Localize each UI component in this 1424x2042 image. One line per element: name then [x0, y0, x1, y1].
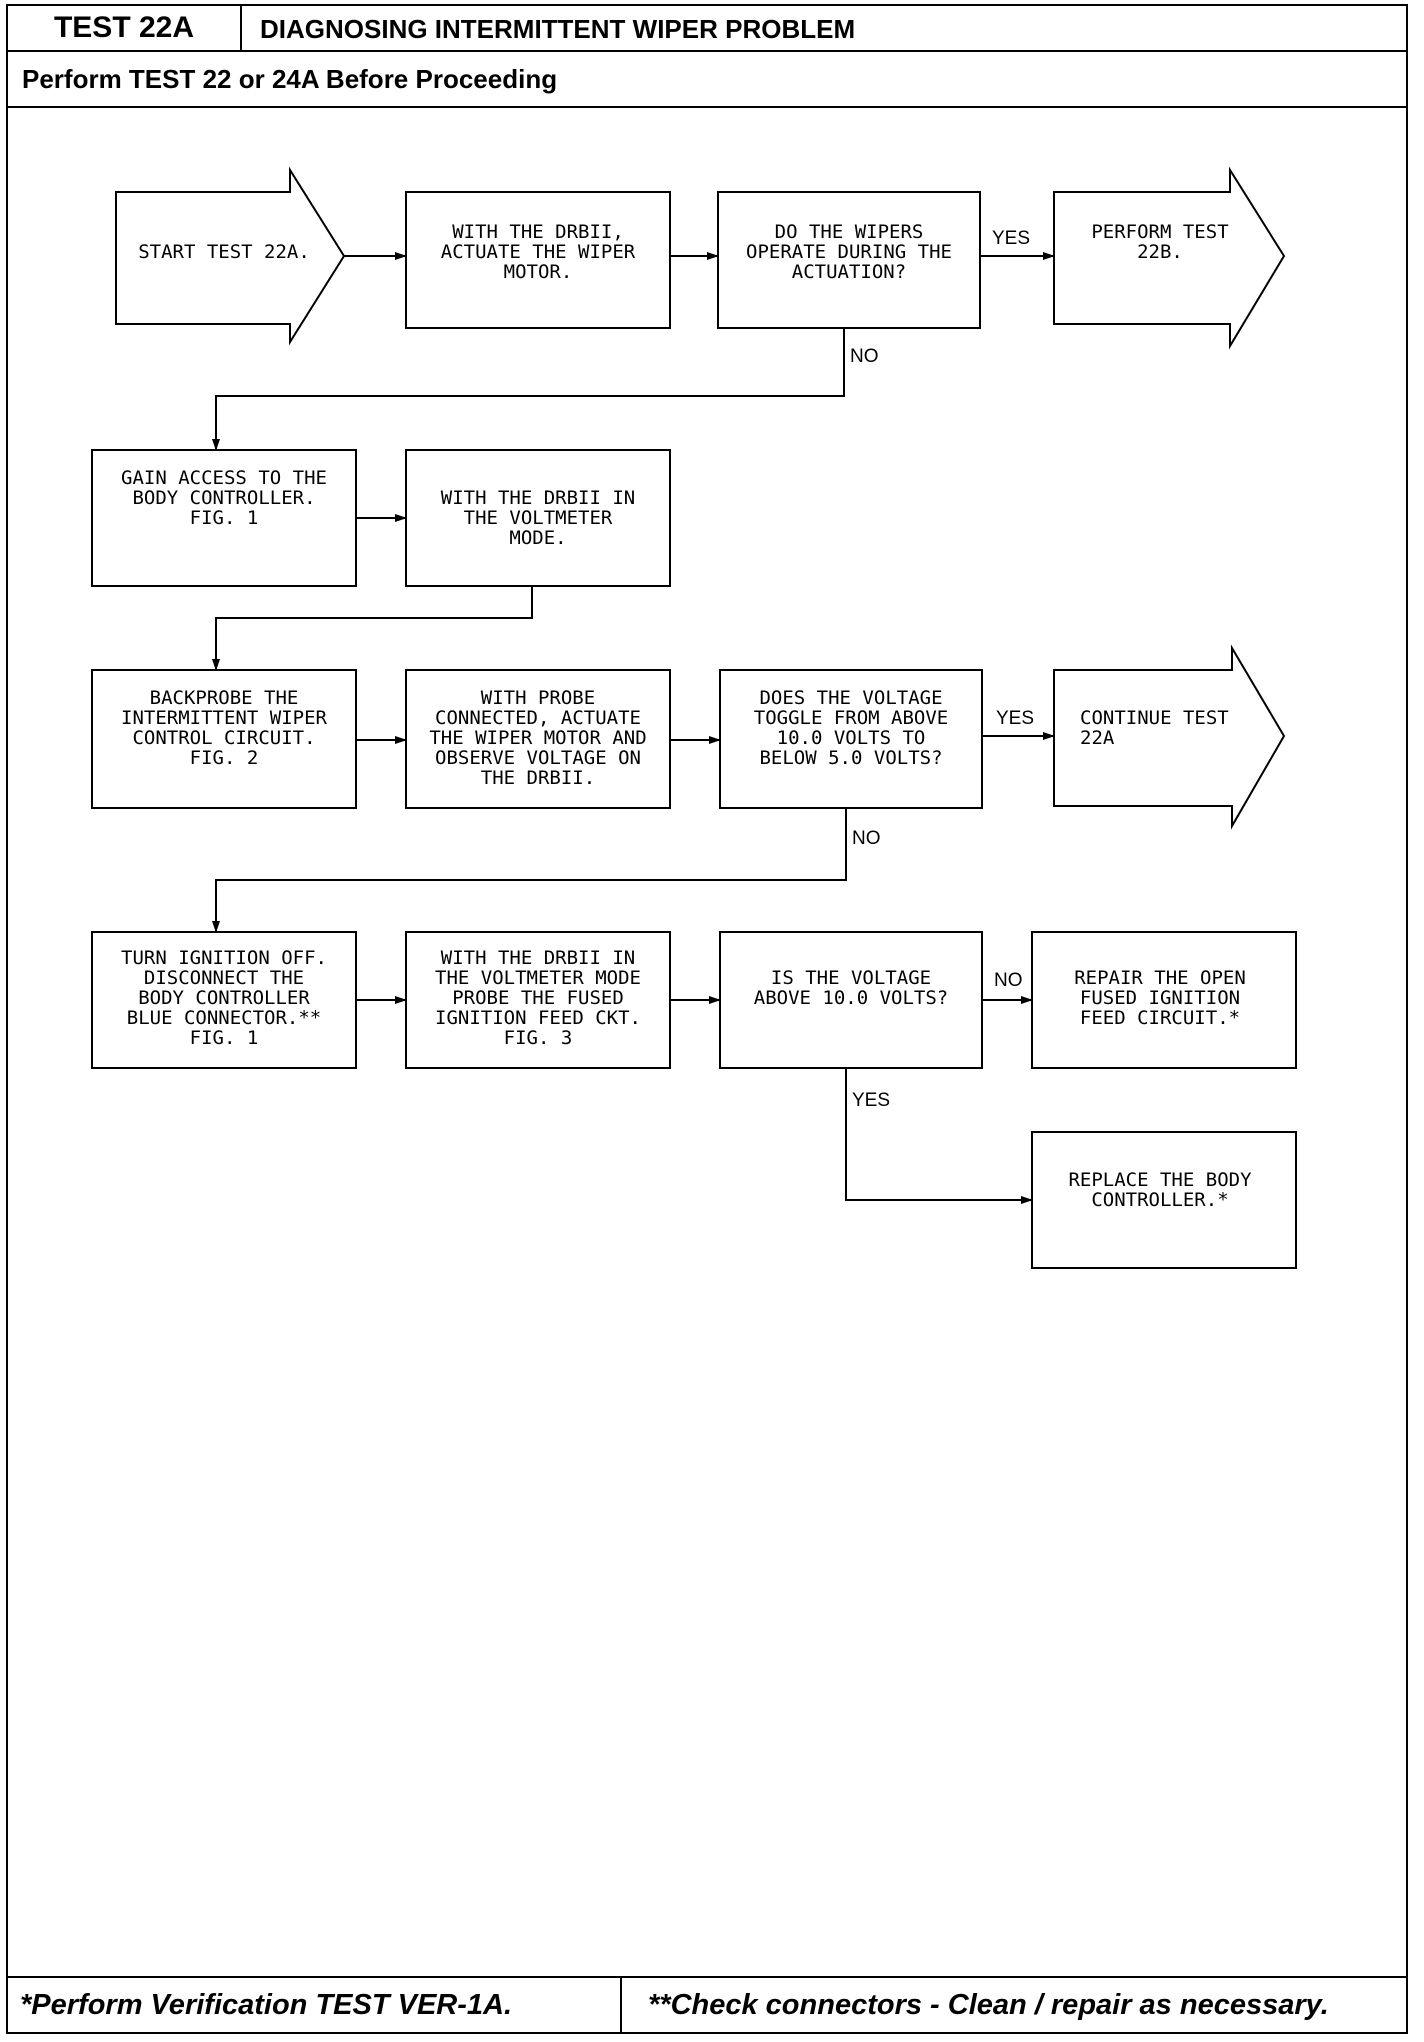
step-text-line: 22B.: [1137, 241, 1183, 263]
continue-22a-arrow-shape: [1053, 644, 1286, 830]
step-text-line: BODY CONTROLLER.: [132, 487, 315, 509]
footnote-connectors: **Check connectors - Clean / repair as n…: [648, 1989, 1329, 2021]
step-text-line: WITH PROBE: [481, 687, 595, 709]
step-text-line: CONTROLLER.*: [1091, 1189, 1228, 1211]
step-text-line: IGNITION FEED CKT.: [435, 1007, 641, 1029]
step-text-line: PERFORM TEST: [1091, 221, 1228, 243]
test-id: TEST 22A: [8, 6, 242, 50]
no-label-toggle: NO: [852, 828, 881, 849]
ignition-off-box: [91, 931, 357, 1069]
start-step: START TEST 22A.: [138, 241, 310, 263]
step-text-line: MODE.: [509, 527, 566, 549]
page-title: DIAGNOSING INTERMITTENT WIPER PROBLEM: [260, 14, 856, 44]
step-text-line: BLUE CONNECTOR.**: [127, 1007, 321, 1029]
step-text-line: BACKPROBE THE: [150, 687, 299, 709]
gain-access-box: [91, 449, 357, 587]
step-text-line: WITH THE DRBII IN: [441, 487, 635, 509]
step-text-line: FIG. 3: [504, 1027, 573, 1049]
test-sheet: TEST 22A DIAGNOSING INTERMITTENT WIPER P…: [6, 4, 1408, 2034]
voltmeter-mode-box: [405, 449, 671, 587]
step-text-line: 22A: [1080, 727, 1115, 749]
step-text-line: FEED CIRCUIT.*: [1080, 1007, 1240, 1029]
probe-connected-box: [405, 669, 671, 809]
step-text-line: FIG. 1: [190, 1027, 259, 1049]
footnote-verification: *Perform Verification TEST VER-1A.: [20, 1989, 513, 2021]
step-text-line: CONNECTED, ACTUATE: [435, 707, 641, 729]
wipers-question-box: [717, 191, 981, 329]
step-text-line: CONTINUE TEST: [1080, 707, 1229, 729]
actuate-box: [405, 191, 671, 329]
replace-body-box: [1031, 1131, 1297, 1269]
step-text-line: ACTUATE THE WIPER: [441, 241, 636, 263]
step-text-line: 10.0 VOLTS TO: [777, 727, 926, 749]
step-text-line: ABOVE 10.0 VOLTS?: [754, 987, 948, 1009]
step-text-line: CONTROL CIRCUIT.: [132, 727, 315, 749]
step-text-line: BELOW 5.0 VOLTS?: [759, 747, 942, 769]
step-text-line: DOES THE VOLTAGE: [759, 687, 942, 709]
step-text-line: OBSERVE VOLTAGE ON: [435, 747, 641, 769]
perform-22b-arrow-shape: [1053, 166, 1286, 350]
step-text-line: INTERMITTENT WIPER: [121, 707, 327, 729]
step-text-line: DO THE WIPERS: [775, 221, 924, 243]
no-label-voltage: NO: [994, 970, 1023, 991]
header-row: TEST 22A DIAGNOSING INTERMITTENT WIPER P…: [8, 6, 1406, 52]
start-arrow-shape: [115, 166, 346, 346]
probe-fused-box: [405, 931, 671, 1069]
step-text-line: IS THE VOLTAGE: [771, 967, 931, 989]
footer: *Perform Verification TEST VER-1A. **Che…: [8, 1976, 1406, 2032]
step-text-line: GAIN ACCESS TO THE: [121, 467, 327, 489]
footer-divider: [620, 1978, 622, 2032]
no-label-wipers: NO: [850, 346, 879, 367]
step-text-line: OPERATE DURING THE: [746, 241, 952, 263]
step-text-line: TURN IGNITION OFF.: [121, 947, 327, 969]
step-text-line: THE WIPER MOTOR AND: [429, 727, 646, 749]
step-text-line: FIG. 2: [190, 747, 259, 769]
step-text-line: DISCONNECT THE: [144, 967, 304, 989]
yes-label-voltage: YES: [852, 1090, 890, 1111]
step-text-line: THE VOLTMETER MODE: [435, 967, 641, 989]
step-text-line: THE DRBII.: [481, 767, 595, 789]
step-text-line: MOTOR.: [504, 261, 573, 283]
yes-label-toggle: YES: [996, 708, 1034, 729]
prerequisite-note: Perform TEST 22 or 24A Before Proceeding: [8, 52, 1406, 108]
step-text-line: REPAIR THE OPEN: [1074, 967, 1246, 989]
backprobe-box: [91, 669, 357, 809]
step-text-line: THE VOLTMETER: [464, 507, 613, 529]
yes-label-wipers: YES: [992, 228, 1030, 249]
step-text-line: PROBE THE FUSED: [452, 987, 624, 1009]
step-text-line: TOGGLE FROM ABOVE: [754, 707, 948, 729]
step-text-line: WITH THE DRBII,: [452, 221, 624, 243]
step-text-line: WITH THE DRBII IN: [441, 947, 635, 969]
step-text-line: REPLACE THE BODY: [1068, 1169, 1252, 1191]
step-text-line: FIG. 1: [190, 507, 259, 529]
step-text-line: BODY CONTROLLER: [138, 987, 310, 1009]
step-text-line: FUSED IGNITION: [1080, 987, 1240, 1009]
step-text-line: ACTUATION?: [792, 261, 906, 283]
step-text-line: START TEST 22A.: [138, 241, 310, 263]
